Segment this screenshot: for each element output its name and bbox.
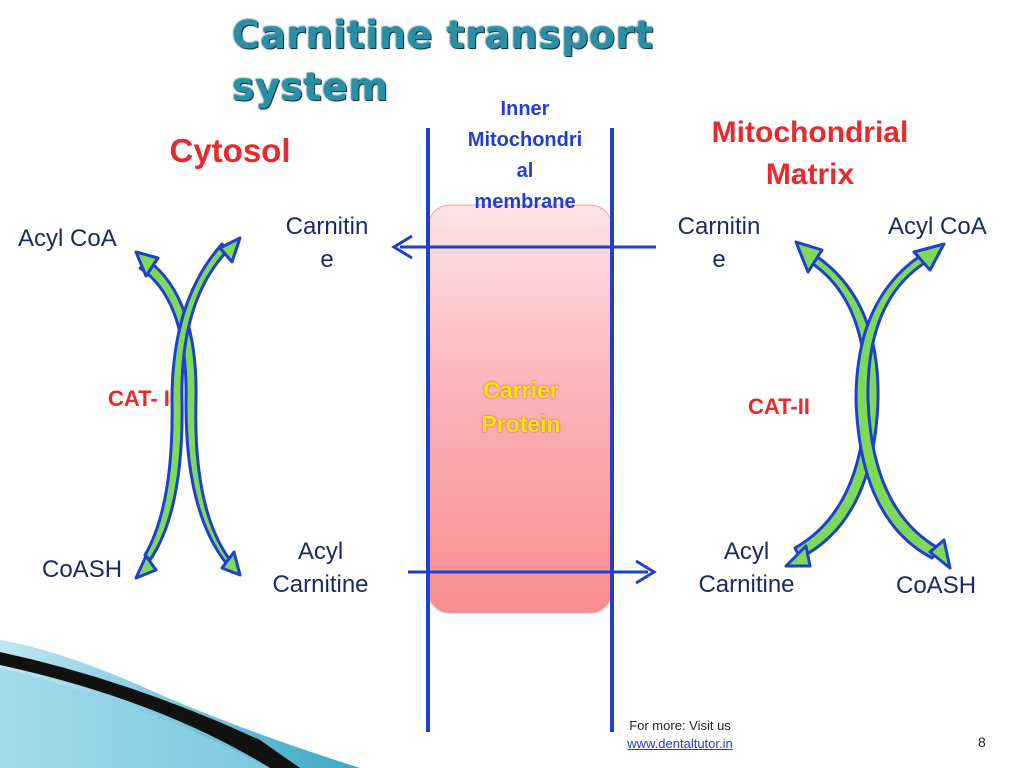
arrow-head-icon bbox=[794, 240, 824, 274]
arrow-head-icon bbox=[928, 538, 952, 570]
carnitine-arrow-icon bbox=[391, 234, 413, 260]
footer-link[interactable]: www.dentaltutor.in bbox=[627, 736, 733, 751]
matrix-label: Mitochondrial Matrix bbox=[711, 116, 909, 191]
left-acyl-carnitine: Acyl Carnitine bbox=[272, 538, 369, 598]
title-line-1: Carnitine transport bbox=[232, 13, 654, 57]
arrow-head-icon bbox=[134, 554, 158, 580]
membrane-label: Inner Mitochondri al membrane bbox=[467, 98, 583, 213]
title-line-2: system bbox=[232, 65, 389, 109]
cat1-crossing-arrows bbox=[134, 236, 242, 580]
arrow-head-icon bbox=[784, 544, 812, 568]
footer: For more: Visit us www.dentaltutor.in bbox=[600, 717, 760, 753]
carrier-protein-label: Carrier Protein bbox=[481, 377, 561, 437]
decorative-swoosh-dark bbox=[0, 652, 300, 768]
page-number: 8 bbox=[978, 734, 986, 750]
cytosol-label: Cytosol bbox=[169, 132, 291, 169]
cat1-label: CAT- I bbox=[108, 386, 170, 411]
left-carnitine: Carnitin e bbox=[285, 213, 369, 273]
acylcarnitine-arrow-icon bbox=[635, 559, 657, 585]
right-coash: CoASH bbox=[896, 572, 977, 599]
cat2-label: CAT-II bbox=[748, 394, 810, 419]
arrow-head-icon bbox=[218, 236, 242, 264]
right-acyl-coa: Acyl CoA bbox=[888, 213, 987, 240]
left-coash: CoASH bbox=[42, 556, 123, 583]
left-acyl-coa: Acyl CoA bbox=[18, 225, 117, 252]
arrow-head-icon bbox=[134, 250, 160, 278]
arrow-head-icon bbox=[912, 242, 946, 272]
right-carnitine: Carnitin e bbox=[677, 213, 761, 273]
cat2-crossing-arrows bbox=[784, 240, 952, 570]
arrow-head-icon bbox=[220, 550, 242, 577]
slide-title: Carnitine transport system bbox=[232, 6, 654, 116]
footer-text: For more: Visit us bbox=[629, 718, 731, 733]
right-acyl-carnitine: Acyl Carnitine bbox=[698, 538, 795, 598]
